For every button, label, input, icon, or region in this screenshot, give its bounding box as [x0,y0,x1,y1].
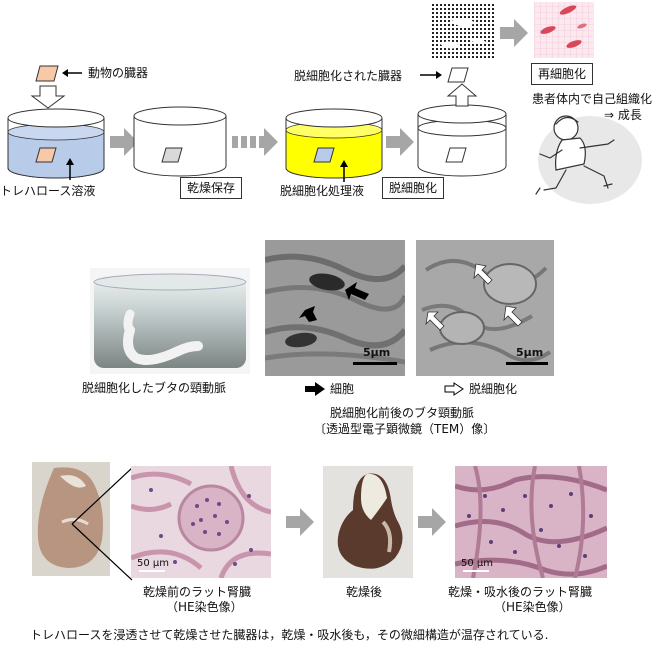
kidney-after-caption-2: （HE染色像） [494,600,571,614]
kidney-before-photo [32,462,110,576]
gray-arrow-1 [110,128,138,156]
scale-label-before: 50 μm [137,558,170,569]
arrow-up-icon-2 [340,160,348,182]
scale-bar-after [463,570,489,572]
decelled-organ-label: 脱細胞化された臓器 [294,69,403,83]
gray-arrow-5 [286,508,314,536]
tem-after-image: 5μm [416,240,554,376]
cell-arrow-icon [305,382,325,396]
artery-photo [90,268,250,374]
decell-arrow-icon [444,382,464,396]
hollow-up-arrow-icon [446,83,478,107]
gray-arrow-3 [386,128,414,156]
recell-image [534,2,594,58]
conclusion-text: トレハロースを浸透させて乾燥させた臓器は，乾燥・吸水後も，その微細構造が温存され… [30,628,549,642]
container-dry [133,106,227,177]
gray-arrow-4 [500,19,528,47]
he-before-image: 50 μm [131,466,271,578]
scaffold-grid-image [432,2,494,58]
container-decell-solution [285,108,383,179]
hollow-down-arrow-icon [30,85,66,109]
scale-bar-left [353,362,397,365]
decell-solution-label: 脱細胞化処理液 [280,184,365,198]
running-person-illustration [535,115,642,204]
organ-icon [35,65,59,82]
arrow-up-icon [66,158,74,180]
he-after-image: 50 μm [455,466,607,578]
decell-label: 脱細胞化 [382,177,445,199]
tem-before-image: 5μm [265,240,405,376]
trehalose-label: トレハロース溶液 [0,184,96,198]
kidney-before-caption-1: 乾燥前のラット腎臓 [143,585,252,599]
scale-label-after: 50 μm [461,558,494,569]
gray-arrow-6 [418,508,446,536]
legend-decell: 脱細胞化 [469,382,518,396]
scale-bar-before [139,570,165,572]
legend-cell: 細胞 [330,382,355,396]
container-decelled [417,104,507,177]
tem-caption-line1: 脱細胞化前後のブタ頸動脈 [330,406,475,420]
dry-storage-label: 乾燥保存 [180,177,243,199]
kidney-after-photo [323,466,413,578]
decelled-organ-icon [447,67,469,83]
scale-bar-right [506,362,548,365]
patient-line1: 患者体内で自己組織化 [532,92,653,106]
kidney-before-caption-2: （HE染色像） [166,600,243,614]
patient-line2: ⇒ 成長 [604,108,642,122]
zoom-lines [71,467,133,581]
after-dry-caption: 乾燥後 [346,585,383,599]
tem-caption-line2: 〔透過型電子顕微鏡（TEM）像〕 [314,422,496,436]
process-diagram [7,2,642,204]
artery-caption: 脱細胞化したブタの頸動脈 [82,381,227,395]
organ-label: 動物の臓器 [88,66,149,80]
dashed-gray-arrow [232,128,278,156]
kidney-after-caption-1: 乾燥・吸水後のラット腎臓 [448,585,593,599]
scale-label-right: 5μm [516,346,544,359]
arrow-left-icon [62,69,82,77]
scale-label-left: 5μm [363,346,391,359]
container-trehalose [7,108,105,179]
recell-label: 再細胞化 [531,63,594,85]
arrow-right-icon [420,71,442,79]
